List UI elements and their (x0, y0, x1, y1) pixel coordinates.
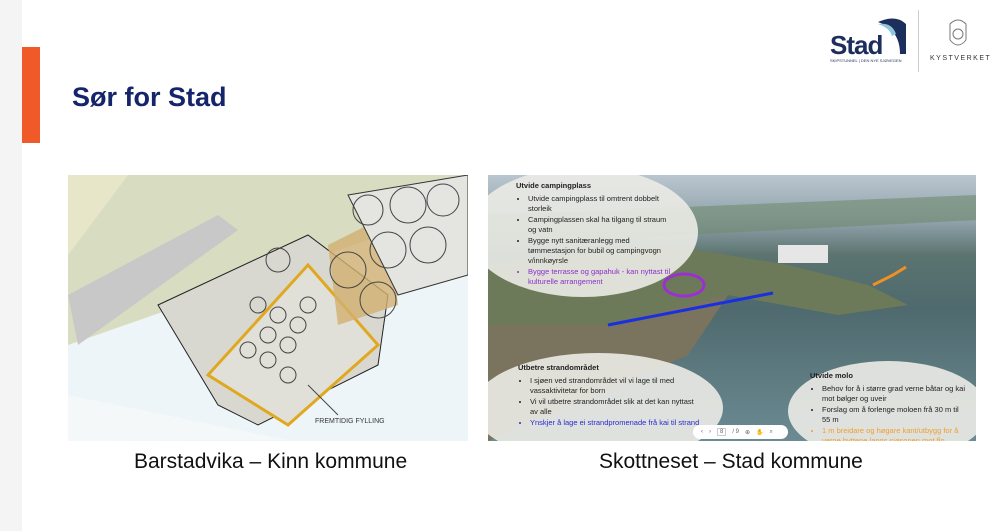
zoom-icon[interactable]: ⊕ (745, 429, 751, 436)
skottneset-aerial-image: Utvide campingplass Utvide campingplass … (488, 175, 976, 441)
next-page-icon[interactable]: › (709, 429, 711, 435)
prev-page-icon[interactable]: ‹ (701, 429, 703, 435)
beach-highlight: Ynskjer å lage ei strandpromenade frå ka… (530, 418, 701, 428)
beach-item: I sjøen ved strandområdet vil vi lage ti… (530, 376, 701, 396)
promenade-line (607, 291, 774, 327)
camping-highlight: Bygge terrasse og gapahuk - kan nyttast … (528, 267, 676, 287)
left-caption: Barstadvika – Kinn kommune (134, 450, 408, 473)
camping-item: Bygge nytt sanitæranlegg med tømmestasjo… (528, 236, 676, 266)
logos: Stad SKIPSTUNNEL | DEN NYE SJØVEGEN KYST… (826, 10, 996, 72)
page-total: / 9 (732, 429, 740, 435)
stad-wave-icon (878, 18, 906, 55)
camping-callout: Utvide campingplass Utvide campingplass … (488, 175, 698, 297)
kystverket-crest-icon (949, 19, 967, 46)
camping-heading: Utvide campingplass (516, 181, 592, 190)
barstadvika-plan-image: FREMTIDIG FYLLING (68, 175, 468, 441)
camping-item: Utvide campingplass til omtrent dobbelt … (528, 194, 676, 214)
left-edge (0, 0, 22, 531)
terrace-marker (662, 272, 706, 298)
fremtidig-fylling-label: FREMTIDIG FYLLING (315, 418, 385, 425)
stad-logo-sub: SKIPSTUNNEL | DEN NYE SJØVEGEN (830, 58, 902, 63)
beach-heading: Utbetre strandområdet (518, 363, 599, 372)
beach-callout: Utbetre strandområdet I sjøen ved strand… (488, 353, 723, 441)
stad-logo: Stad (830, 30, 883, 60)
right-caption: Skottneset – Stad kommune (599, 450, 863, 473)
kystverket-logo: KYSTVERKET (930, 55, 992, 62)
pdf-toolbar: ‹ › 8 / 9 ⊕ ✋ ⌕ (693, 425, 788, 439)
page-title: Sør for Stad (72, 82, 227, 112)
molo-item: Behov for å i større grad verne båtar og… (822, 384, 968, 404)
beach-item: Vi vil utbetre strandområdet slik at det… (530, 397, 701, 417)
pan-icon[interactable]: ✋ (756, 429, 764, 436)
molo-callout: Utvide molo Behov for å i større grad ve… (788, 361, 976, 441)
molo-highlight: 1 m breidare og høgare kant/utbygg for å… (822, 426, 968, 441)
page-input[interactable]: 8 (717, 428, 727, 436)
search-icon[interactable]: ⌕ (769, 428, 773, 435)
molo-item: Forslag om å forlenge moloen frå 30 m ti… (822, 405, 968, 425)
molo-marker (872, 265, 907, 287)
molo-heading: Utvide molo (810, 371, 853, 380)
logo-divider (918, 10, 919, 72)
accent-bar (22, 47, 40, 143)
camping-item: Campingplassen skal ha tilgang til strau… (528, 215, 676, 235)
site-plan-drawing (68, 175, 468, 441)
